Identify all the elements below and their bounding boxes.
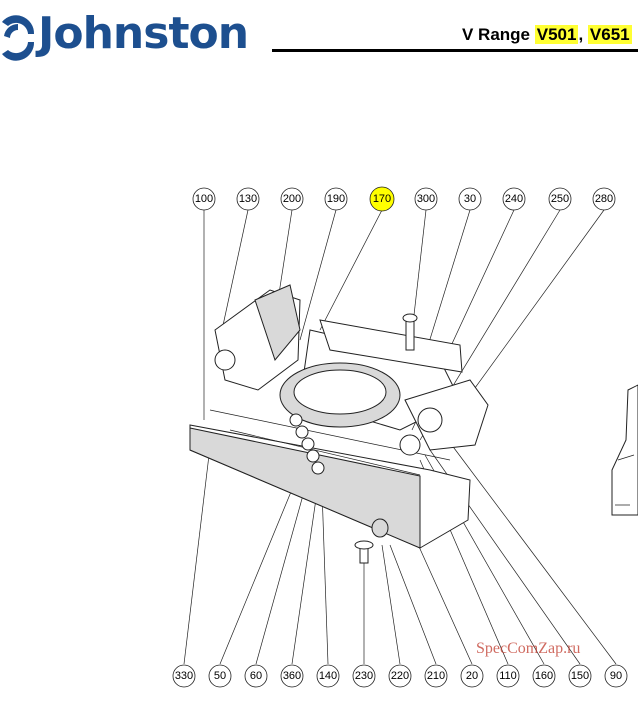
range-prefix: V Range bbox=[462, 25, 531, 44]
callout-280: 280 bbox=[592, 187, 616, 211]
model-v651: V651 bbox=[587, 25, 632, 44]
callout-200: 200 bbox=[280, 187, 304, 211]
callout-label: 90 bbox=[610, 670, 622, 682]
callout-label: 150 bbox=[571, 670, 589, 682]
callout-210: 210 bbox=[424, 664, 448, 688]
callout-190: 190 bbox=[324, 187, 348, 211]
callout-100: 100 bbox=[192, 187, 216, 211]
callout-label: 30 bbox=[464, 193, 476, 205]
callout-150: 150 bbox=[568, 664, 592, 688]
header-rule bbox=[272, 49, 638, 52]
callout-110: 110 bbox=[496, 664, 520, 688]
callout-label: 360 bbox=[283, 670, 301, 682]
callout-label: 100 bbox=[195, 193, 213, 205]
callouts-bottom: 330 50 60 360 140 230 220 210 20 110 160… bbox=[172, 664, 628, 688]
callouts-top: 100 130 200 190 170 300 30 240 250 280 bbox=[192, 186, 616, 212]
callout-label: 240 bbox=[505, 193, 523, 205]
johnston-logo-icon bbox=[2, 15, 35, 61]
callout-label: 60 bbox=[250, 670, 262, 682]
callout-label: 170 bbox=[373, 193, 391, 205]
callout-label: 20 bbox=[466, 670, 478, 682]
model-separator: , bbox=[578, 25, 588, 44]
callout-label: 230 bbox=[355, 670, 373, 682]
callout-330: 330 bbox=[172, 664, 196, 688]
callout-140: 140 bbox=[316, 664, 340, 688]
callout-label: 50 bbox=[214, 670, 226, 682]
brand-name: Johnston bbox=[38, 8, 249, 59]
watermark: SpecComZap.ru bbox=[476, 640, 581, 657]
callout-50: 50 bbox=[208, 664, 232, 688]
callout-230: 230 bbox=[352, 664, 376, 688]
callout-label: 140 bbox=[319, 670, 337, 682]
callout-label: 200 bbox=[283, 193, 301, 205]
callout-label: 160 bbox=[535, 670, 553, 682]
callout-label: 190 bbox=[327, 193, 345, 205]
callout-360: 360 bbox=[280, 664, 304, 688]
callout-label: 130 bbox=[239, 193, 257, 205]
callout-label: 110 bbox=[499, 670, 517, 682]
callout-170-highlighted: 170 bbox=[369, 186, 395, 212]
callout-label: 220 bbox=[391, 670, 409, 682]
callout-label: 250 bbox=[551, 193, 569, 205]
callout-130: 130 bbox=[236, 187, 260, 211]
callout-240: 240 bbox=[502, 187, 526, 211]
frame-assembly bbox=[189, 284, 638, 564]
model-v501: V501 bbox=[534, 25, 579, 44]
callout-220: 220 bbox=[388, 664, 412, 688]
callout-30: 30 bbox=[458, 187, 482, 211]
callout-label: 210 bbox=[427, 670, 445, 682]
callout-160: 160 bbox=[532, 664, 556, 688]
callout-label: 280 bbox=[595, 193, 613, 205]
callout-20: 20 bbox=[460, 664, 484, 688]
callout-250: 250 bbox=[548, 187, 572, 211]
callout-90: 90 bbox=[604, 664, 628, 688]
model-range-title: V Range V501, V651 bbox=[462, 25, 632, 45]
leader-lines-bottom bbox=[183, 429, 617, 665]
callout-label: 300 bbox=[417, 193, 435, 205]
callout-300: 300 bbox=[414, 187, 438, 211]
callout-label: 330 bbox=[175, 670, 193, 682]
chain bbox=[289, 413, 325, 475]
callout-60: 60 bbox=[244, 664, 268, 688]
